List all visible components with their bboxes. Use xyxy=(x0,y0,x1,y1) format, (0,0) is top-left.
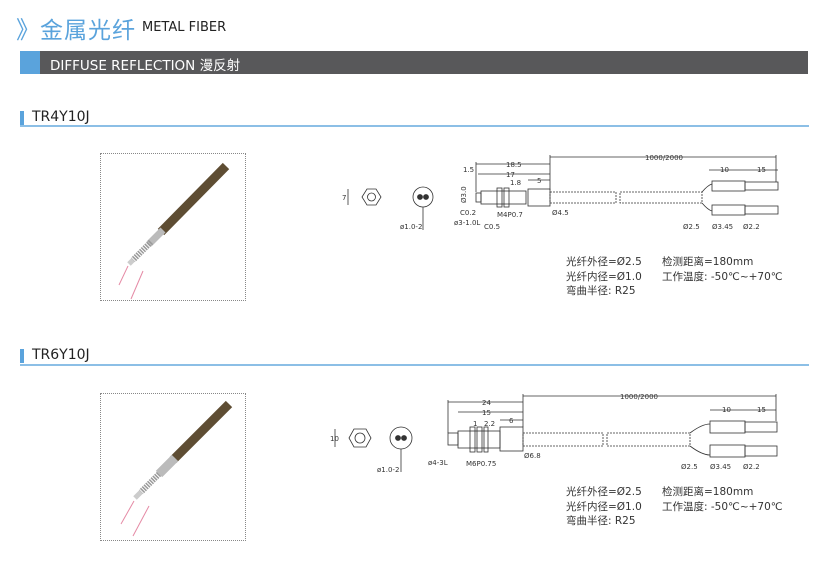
dimension-label: 6 xyxy=(509,417,514,425)
dimension-label: 10 xyxy=(722,406,731,414)
dimension-label: 1.8 xyxy=(510,179,521,187)
dimension-label: 18.5 xyxy=(506,161,522,169)
section-divider xyxy=(20,364,809,366)
dimension-label: ø4-3L xyxy=(428,459,448,467)
dimension-label: 7 xyxy=(342,194,346,202)
product-photo xyxy=(100,153,246,301)
dimension-label: 10 xyxy=(720,166,729,174)
dimension-label: Ø3.0 xyxy=(460,186,468,203)
product-model: TR4Y10J xyxy=(32,109,90,125)
dimension-label: 15 xyxy=(757,166,766,174)
spec-inner-diameter: 光纤内径=Ø1.0 xyxy=(566,500,642,513)
dimension-label: ø1.0-2 xyxy=(400,223,422,231)
dimension-label: 10 xyxy=(330,435,339,443)
product-photo xyxy=(100,393,246,541)
spec-outer-diameter: 光纤外径=Ø2.5 xyxy=(566,486,642,498)
dimension-label: C0.2 xyxy=(460,209,476,217)
dimension-label: 1000/2000 xyxy=(645,154,683,162)
dimension-label: C0.5 xyxy=(484,223,500,231)
dimension-label: 2.2 xyxy=(484,420,495,428)
dimension-label: 15 xyxy=(482,409,491,417)
section-divider xyxy=(20,125,809,127)
dimension-label: 24 xyxy=(482,399,491,407)
dimension-label: 15 xyxy=(757,406,766,414)
page-title-en: METAL FIBER xyxy=(142,20,227,35)
dimension-label: 1.5 xyxy=(463,166,474,174)
dimension-label: M4P0.7 xyxy=(497,211,523,219)
page-title-cn: 金属光纤 xyxy=(40,18,136,44)
section-marker xyxy=(20,111,24,125)
fiber-probe-image xyxy=(120,400,233,537)
dimension-label: Ø6.8 xyxy=(524,452,541,460)
spec-bend-radius: 弯曲半径: R25 xyxy=(566,285,636,297)
dimension-label: M6P0.75 xyxy=(466,460,496,468)
dimension-label: ø3-1.0L xyxy=(454,219,480,227)
category-band-label: DIFFUSE REFLECTION 漫反射 xyxy=(50,58,241,74)
title-chevron-icon: 》 xyxy=(16,16,40,44)
dimension-label: Ø3.45 xyxy=(710,463,731,471)
dimension-label: ø1.0-2 xyxy=(377,466,399,474)
dimension-label: Ø2.2 xyxy=(743,223,760,231)
category-band-accent xyxy=(20,51,40,74)
dimension-label: Ø2.5 xyxy=(681,463,698,471)
dimension-label: Ø3.45 xyxy=(712,223,733,231)
dimension-label: Ø4.5 xyxy=(552,209,569,217)
product-model: TR6Y10J xyxy=(32,347,90,363)
spec-outer-diameter: 光纤外径=Ø2.5 xyxy=(566,256,642,268)
dimension-label: 1 xyxy=(473,420,477,428)
fiber-probe-image xyxy=(118,162,230,300)
dimension-label: Ø2.5 xyxy=(683,223,700,231)
dimension-label: 1000/2000 xyxy=(620,393,658,401)
spec-inner-diameter: 光纤内径=Ø1.0 xyxy=(566,270,642,283)
section-marker xyxy=(20,349,24,363)
dimension-label: Ø2.2 xyxy=(743,463,760,471)
dimension-label: 17 xyxy=(506,171,515,179)
dimension-label: 5 xyxy=(537,177,541,185)
category-band xyxy=(20,51,808,74)
spec-operating-temp: 工作温度: -50℃~+70℃ xyxy=(662,500,783,513)
spec-detect-distance: 检测距离=180mm xyxy=(662,256,754,268)
spec-operating-temp: 工作温度: -50℃~+70℃ xyxy=(662,270,783,283)
spec-detect-distance: 检测距离=180mm xyxy=(662,486,754,498)
spec-bend-radius: 弯曲半径: R25 xyxy=(566,515,636,527)
